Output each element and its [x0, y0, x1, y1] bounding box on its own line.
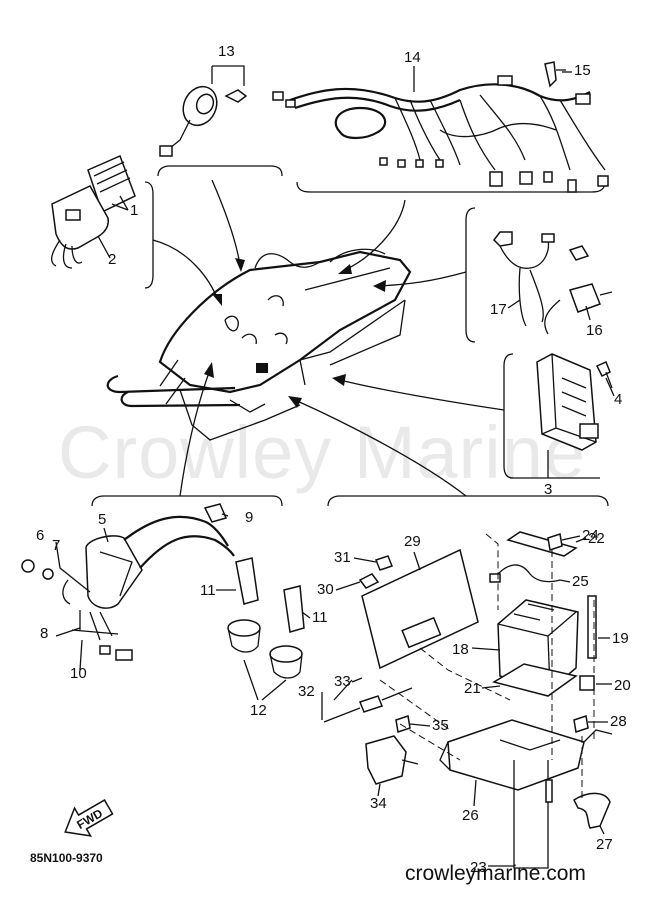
cdi-unit	[50, 154, 136, 269]
drawing-code: 85N100-9370	[30, 851, 103, 865]
callout-1: 1	[130, 202, 138, 219]
bracket-right-upper	[465, 207, 476, 343]
callout-14: 14	[404, 49, 421, 66]
forward-arrow: FWD	[64, 799, 114, 837]
callout-11-left: 11	[200, 582, 216, 599]
callout-25: 25	[572, 573, 589, 590]
bracket-top-left	[157, 165, 283, 177]
callout-12: 12	[250, 702, 267, 719]
washer	[42, 568, 54, 580]
clamp	[203, 503, 228, 523]
callout-13: 13	[218, 43, 235, 60]
callout-15: 15	[574, 62, 591, 79]
voltage-regulator	[536, 353, 613, 451]
callout-2: 2	[108, 251, 116, 268]
callout-22: 22	[588, 530, 605, 547]
callout-20: 20	[614, 677, 631, 694]
callout-35: 35	[432, 717, 449, 734]
main-switch	[159, 65, 248, 157]
callout-5: 5	[98, 511, 106, 528]
callout-17: 17	[490, 301, 507, 318]
watermark: Crowley Marine	[58, 411, 586, 494]
callout-16: 16	[586, 322, 603, 339]
bracket-bottom-left	[91, 495, 283, 507]
callout-9: 9	[245, 509, 253, 526]
callout-23: 23	[470, 859, 487, 876]
ignition-coil	[62, 515, 235, 661]
snowmobile-body	[106, 248, 412, 441]
bolt	[21, 559, 35, 573]
callout-labels: 1 2 3 4 5 6 7 8 9 10 11 11 12 13 14 15 1…	[36, 43, 631, 876]
callout-28: 28	[610, 713, 627, 730]
callout-8: 8	[40, 625, 48, 642]
callout-30: 30	[317, 581, 334, 598]
callout-26: 26	[462, 807, 479, 824]
battery-area	[323, 531, 613, 869]
callout-29: 29	[404, 533, 421, 550]
leader-lines	[55, 66, 615, 867]
bracket-right-lower	[503, 353, 514, 479]
spark-plug-caps	[227, 557, 305, 679]
callout-10: 10	[70, 665, 87, 682]
callout-6: 6	[36, 527, 44, 544]
callout-27: 27	[596, 836, 613, 853]
wire-harness	[272, 75, 609, 193]
callout-34: 34	[370, 795, 387, 812]
bracket-bottom-right	[327, 495, 609, 507]
callout-33: 33	[334, 673, 351, 690]
callout-21: 21	[464, 680, 481, 697]
bracket-top-right	[296, 181, 606, 193]
callout-18: 18	[452, 641, 469, 658]
callout-19: 19	[612, 630, 629, 647]
switch-leads	[493, 231, 613, 335]
callout-24: 24	[582, 527, 599, 544]
callout-3: 3	[544, 481, 552, 498]
callout-32: 32	[298, 683, 315, 700]
callout-11-right: 11	[312, 609, 328, 626]
clip	[544, 61, 566, 88]
website-text: crowleymarine.com	[405, 862, 586, 885]
bracket-left	[144, 181, 154, 289]
pointer-arrows	[152, 179, 505, 497]
callout-31: 31	[334, 549, 351, 566]
callout-4: 4	[614, 391, 622, 408]
